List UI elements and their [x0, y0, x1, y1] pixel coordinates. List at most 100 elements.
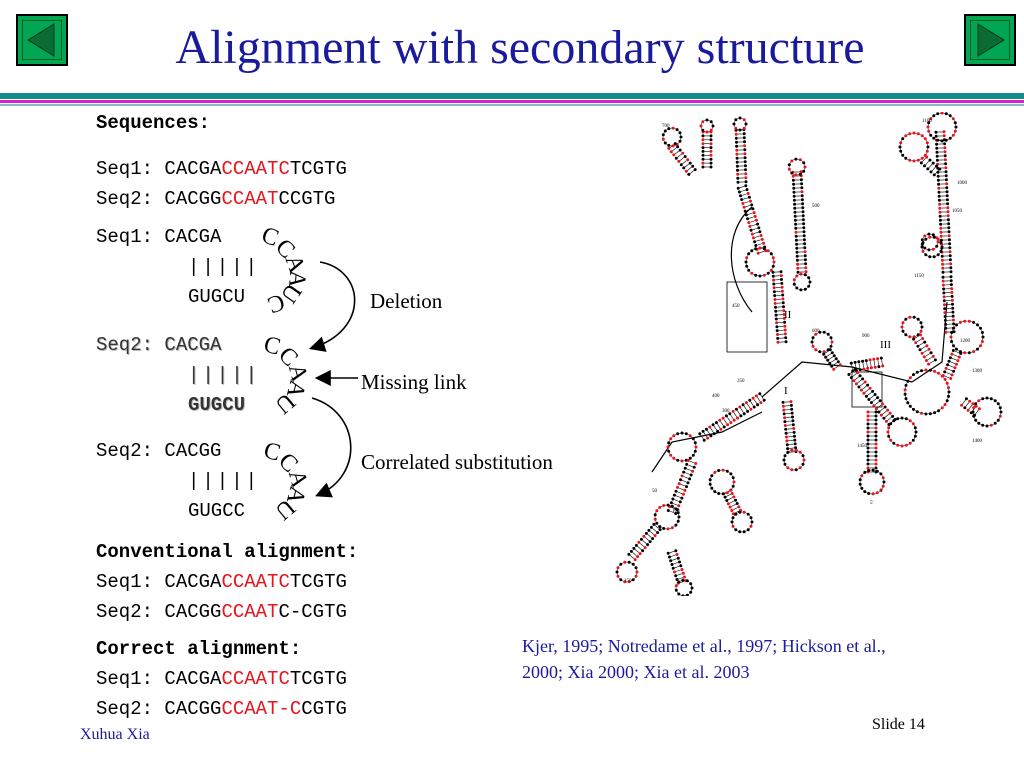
nucleotide-dot	[786, 450, 790, 454]
nucleotide-dot	[734, 126, 738, 130]
nucleotide-dot	[832, 354, 836, 358]
nucleotide-dot	[701, 149, 705, 153]
nucleotide-dot	[769, 252, 773, 256]
nucleotide-dot	[794, 173, 798, 177]
nucleotide-dot	[927, 121, 931, 125]
nucleotide-dot	[627, 552, 631, 556]
nucleotide-dot	[804, 266, 808, 270]
nucleotide-dot	[744, 184, 748, 188]
nucleotide-dot	[866, 462, 870, 466]
nucleotide-dot	[681, 492, 685, 496]
nucleotide-dot	[876, 357, 880, 361]
nucleotide-dot	[780, 285, 784, 289]
nucleotide-dot	[874, 446, 878, 450]
nucleotide-dot	[785, 435, 788, 439]
nucleotide-dot	[937, 371, 941, 375]
base-pair-bond	[672, 558, 677, 561]
nucleotide-dot	[736, 176, 740, 180]
nucleotide-dot	[684, 432, 688, 436]
nucleotide-dot	[925, 141, 929, 145]
nucleotide-dot	[940, 406, 944, 410]
base-pair-bond	[925, 160, 930, 166]
nucleotide-dot	[656, 531, 660, 535]
nucleotide-dot	[623, 580, 627, 584]
nucleotide-dot	[676, 556, 680, 560]
nucleotide-dot	[972, 320, 976, 324]
nucleotide-dot	[793, 206, 797, 210]
nucleotide-dot	[954, 125, 958, 129]
nucleotide-dot	[791, 178, 795, 182]
nucleotide-dot	[705, 130, 709, 134]
nucleotide-dot	[732, 480, 736, 484]
nucleotide-dot	[979, 344, 982, 348]
nucleotide-dot	[683, 575, 686, 579]
base-pair-bond	[834, 365, 840, 369]
nucleotide-dot	[744, 122, 748, 126]
nucleotide-dot	[925, 344, 929, 348]
seq-highlight: CCAAT	[221, 601, 279, 623]
base-pair-bond	[925, 353, 930, 357]
nucleotide-dot	[967, 351, 971, 355]
nucleotide-dot	[658, 528, 662, 532]
correct-heading: Correct alignment:	[96, 638, 302, 660]
nucleotide-dot	[669, 559, 673, 563]
nucleotide-dot	[918, 333, 922, 337]
previous-slide-button[interactable]	[16, 14, 68, 66]
nucleotide-dot	[892, 419, 896, 423]
base-pair-bond	[743, 405, 747, 411]
nucleotide-dot	[735, 502, 739, 505]
base-pair-bond	[733, 412, 737, 417]
nucleotide-dot	[667, 143, 671, 147]
nucleotide-dot	[736, 168, 739, 172]
nucleotide-dot	[976, 347, 979, 351]
nucleotide-dot	[756, 251, 760, 255]
nucleotide-dot	[807, 284, 811, 288]
nucleotide-dot	[911, 438, 915, 442]
nucleotide-dot	[722, 425, 726, 429]
nucleotide-dot	[923, 246, 927, 250]
nucleotide-dot	[667, 449, 671, 453]
nucleotide-dot	[795, 274, 799, 278]
base-pair-bond	[645, 537, 649, 541]
nucleotide-dot	[693, 449, 697, 453]
nucleotide-dot	[853, 360, 857, 364]
nucleotide-dot	[744, 401, 748, 405]
base-pair-bond	[677, 154, 682, 158]
nucleotide-dot	[747, 268, 751, 272]
base-pair-bond	[675, 495, 681, 498]
nucleotide-dot	[927, 347, 931, 351]
base-pair-bond	[747, 403, 751, 409]
nucleotide-dot	[860, 474, 864, 478]
nucleotide-dot	[937, 409, 941, 413]
stem-top: CACGA	[164, 226, 222, 248]
nucleotide-dot	[900, 444, 904, 448]
base-pair-bond	[788, 439, 794, 441]
nucleotide-dot	[747, 252, 751, 256]
nucleotide-dot	[974, 418, 978, 422]
nucleotide-dot	[943, 318, 947, 322]
nucleotide-dot	[876, 396, 880, 400]
nucleotide-dot	[941, 262, 945, 266]
nucleotide-dot	[866, 414, 870, 418]
next-slide-button[interactable]	[964, 14, 1016, 66]
nucleotide-dot	[920, 245, 924, 249]
nucleotide-dot	[919, 321, 923, 325]
nucleotide-dot	[680, 496, 684, 500]
nucleotide-dot	[735, 148, 739, 152]
nucleotide-dot	[661, 137, 665, 141]
stem-bottom: GUGCU	[188, 286, 246, 308]
nucleotide-dot	[928, 255, 932, 259]
nucleotide-dot	[886, 408, 890, 412]
nucleotide-dot	[952, 322, 956, 326]
nucleotide-dot	[826, 348, 830, 352]
nucleotide-dot	[795, 242, 799, 246]
nucleotide-dot	[968, 399, 972, 403]
nucleotide-dot	[662, 527, 666, 530]
nucleotide-dot	[736, 172, 740, 176]
nucleotide-dot	[871, 389, 875, 393]
nucleotide-dot	[866, 422, 870, 426]
nucleotide-dot	[799, 288, 803, 292]
nucleotide-dot	[783, 320, 787, 324]
alignment-row: Seq1: CACGACCAATCTCGTG	[96, 664, 347, 694]
nucleotide-dot	[947, 234, 951, 238]
